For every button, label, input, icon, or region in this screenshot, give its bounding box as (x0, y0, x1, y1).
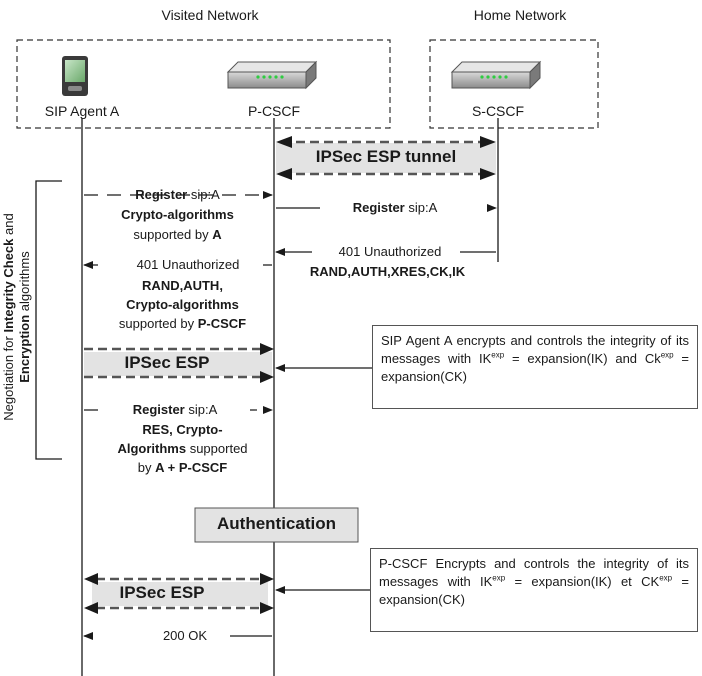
msg-401-1: 401 Unauthorized (320, 244, 460, 260)
ipsec-esp-block-2 (84, 573, 274, 614)
zone-title-visited: Visited Network (161, 7, 259, 23)
note-pcscf-encrypts: P-CSCF Encrypts and controls the integri… (370, 548, 698, 632)
router-icon (226, 60, 318, 90)
msg-200-ok: 200 OK (145, 628, 225, 644)
msg-rand-xres: RAND,AUTH,XRES,CK,IK (309, 264, 466, 279)
entity-label-agent: SIP Agent A (44, 103, 120, 119)
router-icon (450, 60, 542, 90)
msg-by-a-pcscf: by A + P-CSCF (137, 460, 228, 475)
ipsec-tunnel (276, 136, 496, 180)
msg-supported-1: supported by A (133, 227, 222, 242)
authentication-label: Authentication (217, 514, 336, 533)
ipsec-esp-label-2: IPSec ESP (119, 583, 205, 602)
note-agent-encrypts: SIP Agent A encrypts and controls the in… (372, 325, 698, 409)
tunnel-label: IPSec ESP tunnel (315, 147, 457, 166)
entity-label-scscf: S-CSCF (471, 103, 525, 119)
msg-rand-auth: RAND,AUTH, (142, 278, 223, 293)
msg-register-3: Register sip:A (100, 402, 250, 418)
msg-res-crypto: RES, Crypto- (142, 422, 223, 437)
entity-label-pcscf: P-CSCF (247, 103, 301, 119)
ipsec-esp-label-1: IPSec ESP (124, 353, 210, 372)
zone-title-home: Home Network (473, 7, 567, 23)
negotiation-label: Negotiation for Integrity Check and Encr… (1, 213, 32, 421)
msg-algorithms-supported: Algorithms supported (117, 441, 248, 456)
pda-icon (62, 56, 88, 96)
msg-crypto-1: Crypto-algorithms (121, 207, 234, 222)
ipsec-esp-block-1 (84, 343, 274, 383)
msg-401-2: 401 Unauthorized (113, 257, 263, 273)
msg-supported-2: supported by P-CSCF (118, 316, 247, 331)
msg-register-2: Register sip:A (320, 200, 470, 216)
authentication-box (194, 507, 359, 543)
home-network-zone (429, 39, 599, 129)
negotiation-bracket (35, 180, 62, 460)
msg-register-1: Register sip:A (135, 187, 220, 202)
msg-crypto-2: Crypto-algorithms (126, 297, 239, 312)
